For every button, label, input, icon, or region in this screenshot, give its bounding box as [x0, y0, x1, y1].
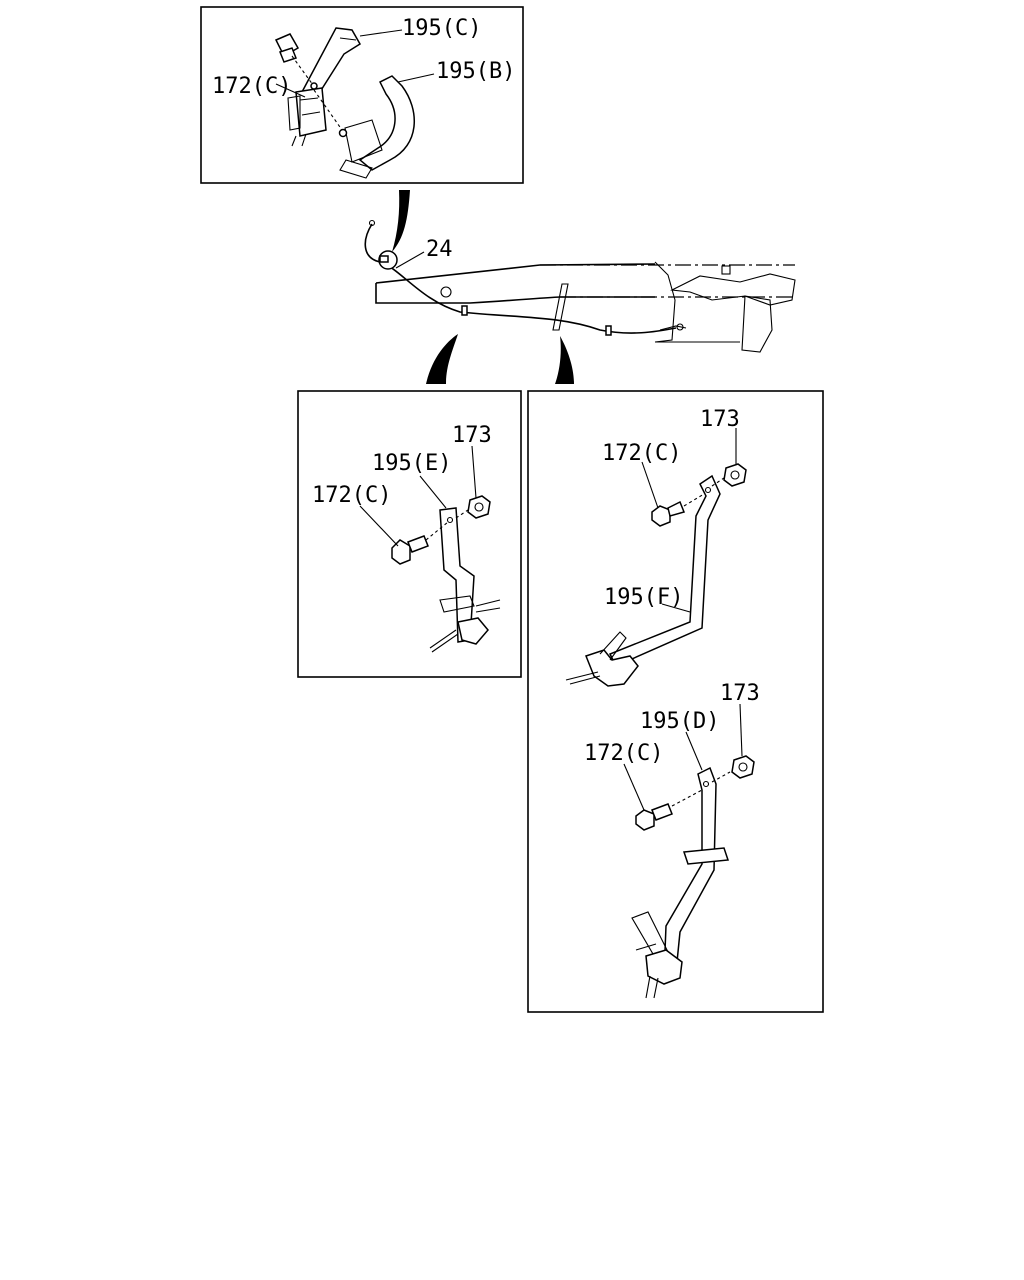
- label-195d: 195(D): [640, 709, 719, 734]
- nut-173-right-upper: [723, 463, 747, 487]
- label-172c-top: 172(C): [212, 74, 291, 99]
- bracket-195f-part: [565, 474, 721, 687]
- cable-24-part: [364, 219, 687, 336]
- nut-173-right-lower: [731, 755, 755, 779]
- bolt-172c-right-upper: [651, 500, 686, 527]
- label-172c-right-upper: 172(C): [602, 441, 681, 466]
- bolt-172c-part: [274, 33, 348, 138]
- bolt-172c-right-lower: [635, 803, 673, 831]
- label-172c-left: 172(C): [312, 483, 391, 508]
- label-173-left: 173: [452, 423, 492, 448]
- label-172c-right-lower: 172(C): [584, 741, 663, 766]
- bolt-172c-left: [391, 535, 429, 565]
- callout-arrow-left: [426, 334, 458, 384]
- label-195f: 195(F): [604, 585, 683, 610]
- left-detail-panel: 173 195(E) 172(C): [297, 390, 522, 678]
- label-24: 24: [426, 237, 453, 262]
- frame-assembly: 24: [364, 219, 796, 353]
- label-195b: 195(B): [436, 59, 515, 84]
- top-detail-panel: 195(C) 195(B) 172(C): [200, 6, 524, 184]
- right-detail-panel: 173 172(C) 195(F) 173 195(D) 172(C): [527, 390, 824, 1013]
- callout-arrow-top: [392, 190, 410, 252]
- clip-195b-part: [339, 75, 415, 179]
- callout-arrow-right: [555, 336, 574, 384]
- label-173-right-upper: 173: [700, 407, 740, 432]
- bracket-195c-part: [287, 27, 362, 147]
- label-195c: 195(C): [402, 16, 481, 41]
- label-195e: 195(E): [372, 451, 451, 476]
- nut-173-left: [467, 495, 491, 519]
- bracket-195d-part: [631, 766, 730, 999]
- bracket-195e-part: [429, 507, 501, 653]
- label-173-right-lower: 173: [720, 681, 760, 706]
